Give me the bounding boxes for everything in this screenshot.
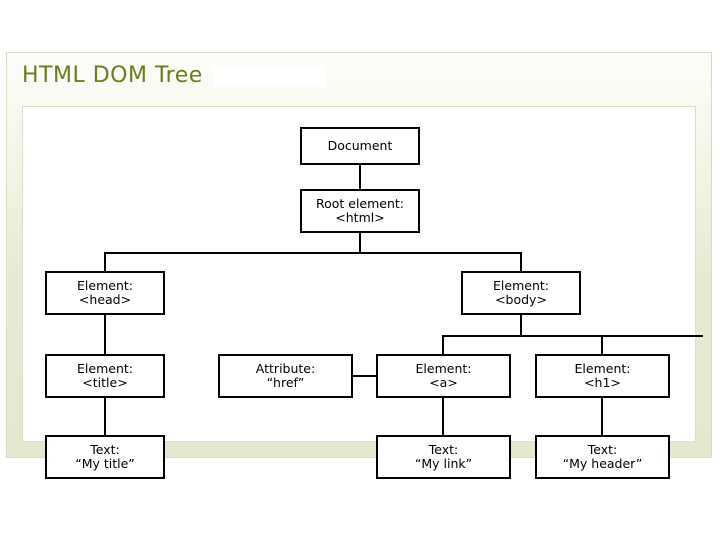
edge-head-title bbox=[104, 315, 106, 355]
edge-a-textlink bbox=[442, 397, 444, 435]
node-text-link-line2: “My link” bbox=[414, 456, 473, 471]
node-a[interactable]: Element: <a> bbox=[376, 354, 511, 398]
node-a-line1: Element: bbox=[415, 361, 472, 376]
edge-href-a bbox=[352, 375, 377, 377]
node-text-title-line2: “My title” bbox=[75, 456, 135, 471]
node-text-header-line2: “My header” bbox=[562, 456, 643, 471]
node-text-my-title[interactable]: Text: “My title” bbox=[45, 435, 165, 479]
node-href-attribute[interactable]: Attribute: “href” bbox=[218, 354, 353, 398]
node-title-line1: Element: bbox=[77, 361, 133, 376]
node-href-line2: “href” bbox=[266, 375, 305, 390]
node-a-line2: <a> bbox=[429, 375, 458, 390]
edge-title-texttitle bbox=[104, 397, 106, 435]
edge-bus-head-drop bbox=[104, 252, 106, 272]
node-body-line2: <body> bbox=[495, 292, 547, 307]
edge-bus-a-drop bbox=[442, 335, 444, 355]
title-redaction-block bbox=[213, 66, 325, 87]
node-text-my-link[interactable]: Text: “My link” bbox=[376, 435, 511, 479]
diagram-canvas: Document Root element: <html> Element: <… bbox=[22, 106, 703, 479]
page-title: HTML DOM Tree bbox=[22, 63, 203, 88]
node-head-line2: <head> bbox=[78, 292, 132, 307]
edge-bus-h1-drop bbox=[601, 335, 603, 355]
edge-html-bus bbox=[104, 252, 522, 254]
edge-h1-textheader bbox=[601, 397, 603, 435]
node-head-line1: Element: bbox=[77, 278, 133, 293]
node-href-line1: Attribute: bbox=[255, 361, 316, 376]
edge-document-html bbox=[359, 164, 361, 189]
node-body[interactable]: Element: <body> bbox=[461, 271, 581, 315]
edge-bus-body-drop bbox=[520, 252, 522, 272]
node-h1-line2: <h1> bbox=[584, 375, 621, 390]
edge-html-stem bbox=[359, 232, 361, 254]
dom-tree-diagram: Document Root element: <html> Element: <… bbox=[23, 107, 703, 479]
node-text-link-line1: Text: bbox=[428, 442, 459, 457]
node-text-title-line1: Text: bbox=[90, 442, 120, 457]
node-text-my-header[interactable]: Text: “My header” bbox=[535, 435, 670, 479]
node-document[interactable]: Document bbox=[300, 127, 420, 165]
node-title[interactable]: Element: <title> bbox=[45, 354, 165, 398]
node-document-line1: Document bbox=[327, 138, 393, 153]
edge-body-stem bbox=[520, 315, 522, 337]
node-title-line2: <title> bbox=[82, 375, 128, 390]
node-body-line1: Element: bbox=[493, 278, 549, 293]
node-head[interactable]: Element: <head> bbox=[45, 271, 165, 315]
edge-body-bus bbox=[442, 335, 703, 337]
node-html[interactable]: Root element: <html> bbox=[300, 189, 420, 233]
node-html-line2: <html> bbox=[335, 210, 385, 225]
node-text-header-line1: Text: bbox=[587, 442, 618, 457]
node-h1-line1: Element: bbox=[574, 361, 631, 376]
node-h1[interactable]: Element: <h1> bbox=[535, 354, 670, 398]
node-html-line1: Root element: bbox=[315, 196, 405, 211]
